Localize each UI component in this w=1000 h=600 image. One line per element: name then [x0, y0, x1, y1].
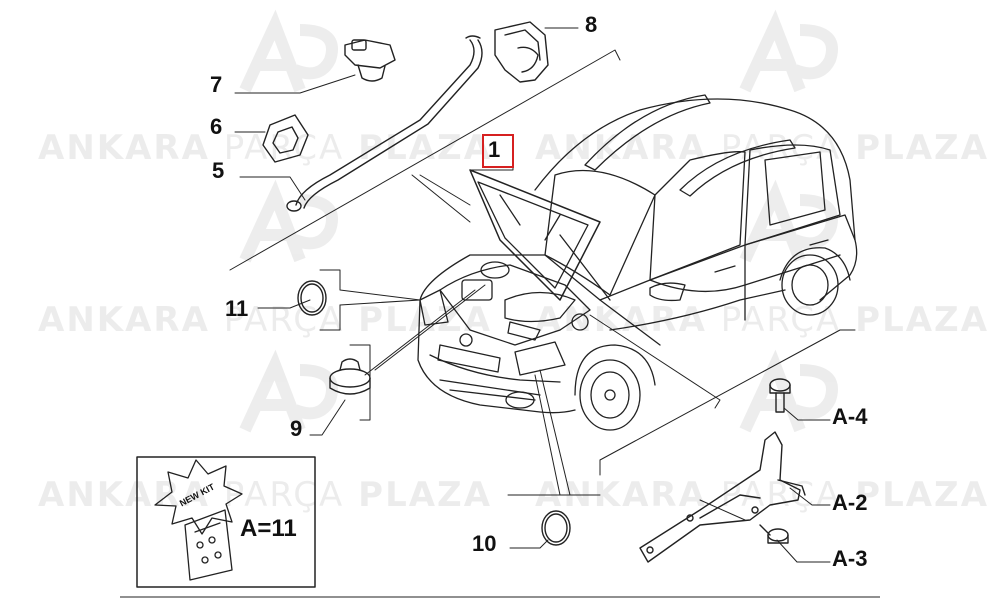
- callout-8[interactable]: 8: [585, 12, 598, 37]
- part-10-oring: [541, 510, 571, 546]
- part-a-hinge-bracket: [639, 431, 806, 563]
- callout-7[interactable]: 7: [210, 72, 223, 97]
- bonnet-part-1: [469, 169, 601, 301]
- part-11-oring: [297, 280, 327, 316]
- part-6-seal: [262, 114, 309, 163]
- ap-logo-watermarks: [239, 9, 838, 433]
- part-a3-bolt: [759, 524, 789, 544]
- part-9-bumper: [329, 358, 371, 395]
- part-5-hose: [286, 35, 483, 212]
- car-illustration: [417, 94, 858, 431]
- part-8-bracket: [494, 21, 549, 83]
- part-a4-bolt: [769, 378, 791, 413]
- callout-5[interactable]: 5: [212, 158, 225, 183]
- callout-a4[interactable]: A-4: [832, 404, 868, 429]
- watermark-row: ANKARA PARÇA PLAZA: [535, 475, 990, 515]
- watermark-row: ANKARA PARÇA PLAZA: [38, 475, 493, 515]
- callout-a2[interactable]: A-2: [832, 490, 868, 515]
- callout-6[interactable]: 6: [210, 114, 223, 139]
- watermark-row: ANKARA PARÇA PLAZA: [535, 128, 990, 168]
- highlight-box: [482, 134, 514, 168]
- part-7-clip: [344, 39, 396, 82]
- watermark-row: ANKARA PARÇA PLAZA: [535, 300, 990, 340]
- watermark-row: ANKARA PARÇA PLAZA: [38, 300, 493, 340]
- kit-label: A=11: [240, 515, 297, 542]
- callout-9[interactable]: 9: [290, 416, 303, 441]
- watermark-row: ANKARA PARÇA PLAZA: [38, 128, 493, 168]
- callout-11[interactable]: 11: [225, 296, 249, 321]
- callout-1[interactable]: 1: [488, 137, 501, 162]
- kit-box: [136, 456, 316, 588]
- callout-a3[interactable]: A-3: [832, 546, 868, 571]
- leader-lines: [229, 27, 856, 563]
- callout-10[interactable]: 10: [472, 531, 497, 556]
